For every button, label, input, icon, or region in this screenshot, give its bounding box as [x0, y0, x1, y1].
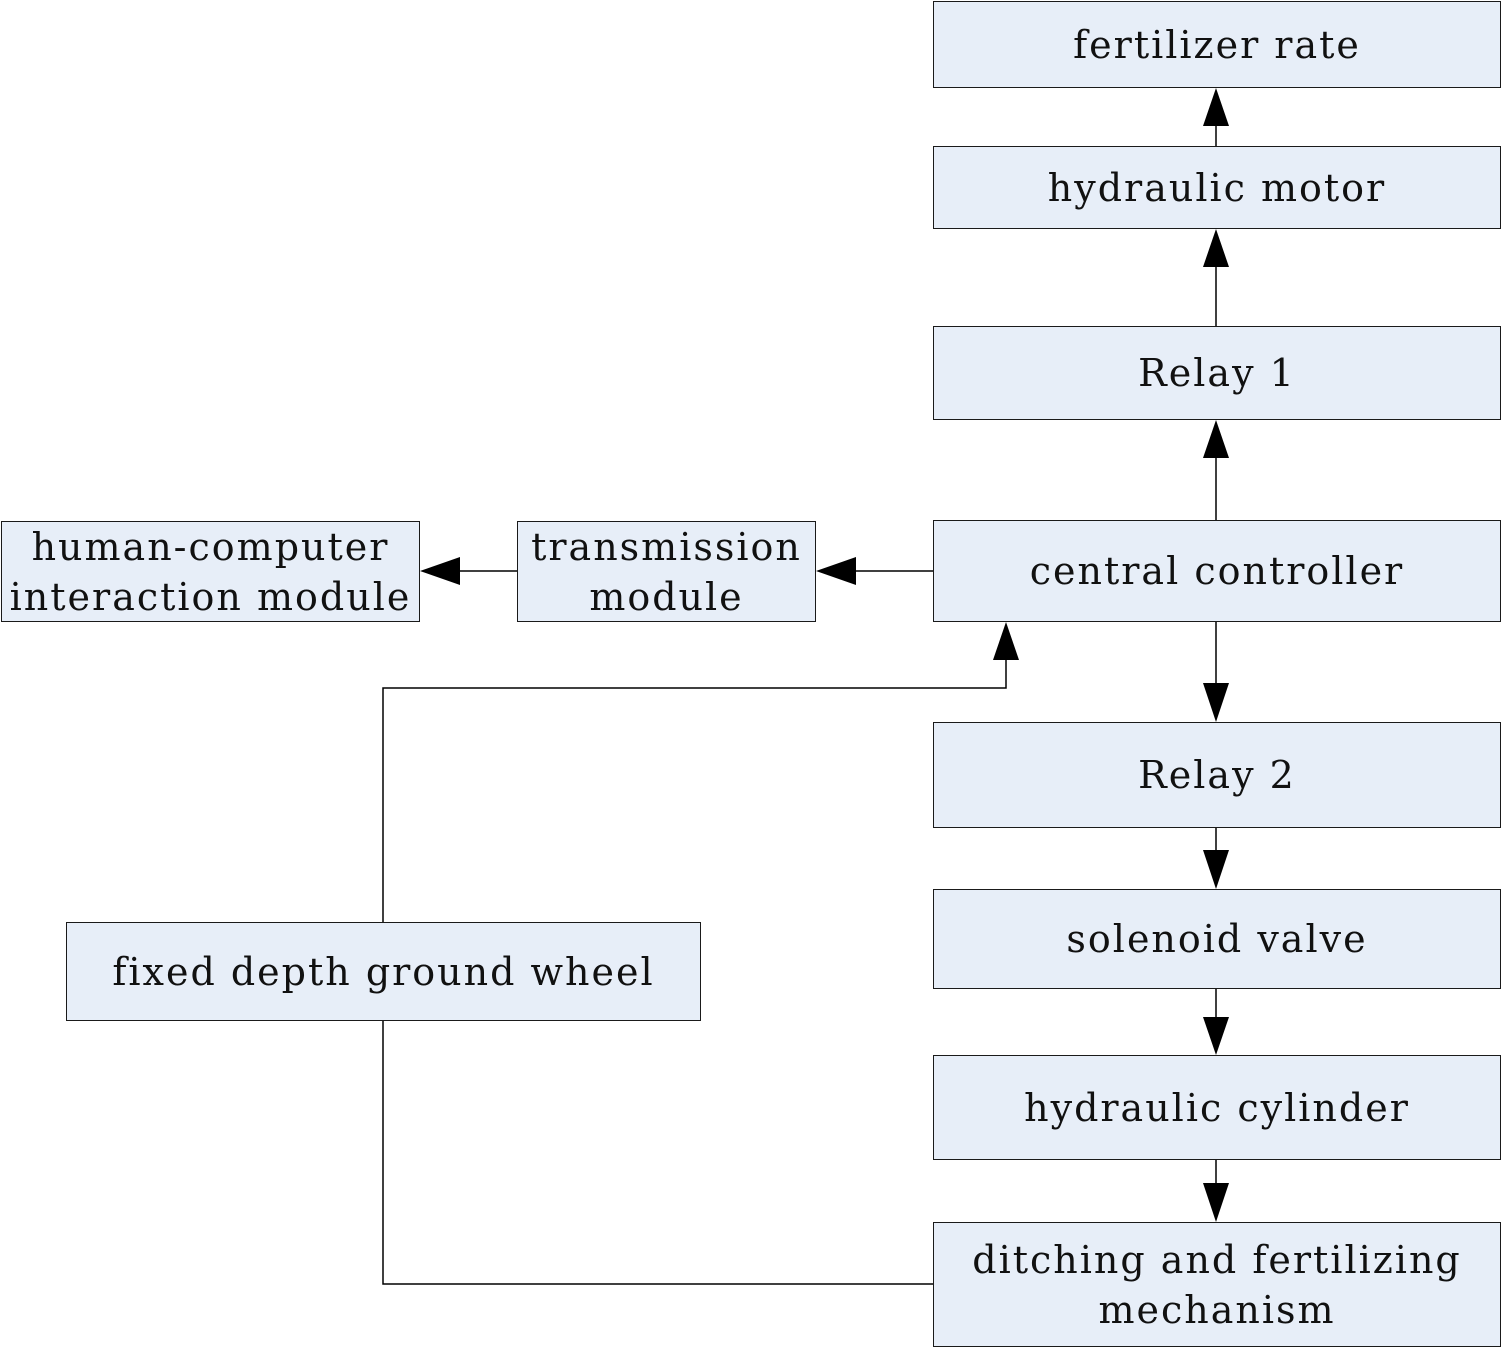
node-fertilizer-rate: fertilizer rate: [933, 1, 1501, 88]
arrowhead-transmission-module: [816, 557, 856, 585]
node-label: central controller: [1029, 549, 1405, 593]
arrowhead-relay-2: [1203, 683, 1229, 722]
node-label: fertilizer rate: [1073, 22, 1361, 67]
node-solenoid-valve: solenoid valve: [933, 889, 1501, 989]
node-label-line-2: mechanism: [1098, 1287, 1336, 1332]
node-label-line-1: ditching and fertilizing: [972, 1237, 1462, 1282]
node-fixed-depth-ground-wheel: fixed depth ground wheel: [66, 922, 701, 1021]
arrowhead-solenoid-valve: [1203, 850, 1229, 889]
arrowhead-hydraulic-motor: [1203, 229, 1229, 267]
edge-mechanism-to-wheel: [382, 1021, 933, 1285]
node-label-line-1: transmission: [531, 524, 802, 569]
node-label: Relay 2: [1138, 753, 1296, 797]
node-label: Relay 1: [1138, 351, 1296, 395]
node-label: fixed depth ground wheel: [112, 949, 655, 994]
arrowhead-relay-1: [1203, 420, 1229, 458]
edge-wheel-to-controller: [382, 660, 1007, 922]
node-label: hydraulic motor: [1047, 165, 1387, 210]
arrowhead-ditching-mechanism: [1203, 1183, 1229, 1222]
node-transmission-module: transmission module: [517, 521, 816, 622]
node-relay-1: Relay 1: [933, 326, 1501, 420]
arrowhead-fertilizer-rate: [1203, 88, 1229, 126]
node-hydraulic-cylinder: hydraulic cylinder: [933, 1055, 1501, 1160]
node-central-controller: central controller: [933, 520, 1501, 622]
node-ditching-and-fertilizing-mechanism: ditching and fertilizing mechanism: [933, 1222, 1501, 1347]
node-label-line-2: interaction module: [9, 574, 412, 619]
arrowhead-central-controller: [993, 622, 1019, 660]
node-label: hydraulic cylinder: [1024, 1085, 1410, 1130]
node-hydraulic-motor: hydraulic motor: [933, 146, 1501, 229]
node-label-line-2: module: [589, 574, 744, 619]
node-relay-2: Relay 2: [933, 722, 1501, 828]
arrowhead-hci-module: [420, 557, 460, 585]
node-human-computer-interaction-module: human-computer interaction module: [1, 521, 420, 622]
arrowhead-hydraulic-cylinder: [1203, 1017, 1229, 1055]
node-label: solenoid valve: [1066, 917, 1368, 961]
node-label-line-1: human-computer: [31, 524, 390, 569]
